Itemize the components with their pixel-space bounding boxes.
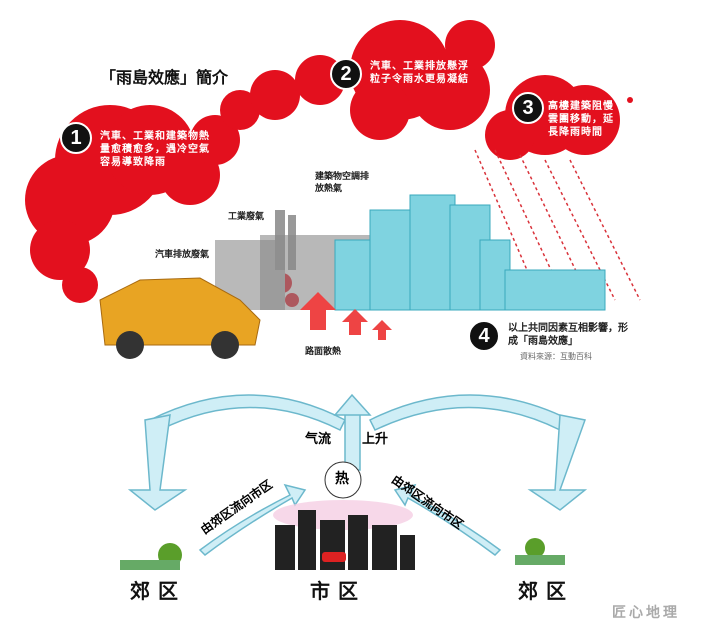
- step-4-badge: 4: [468, 320, 500, 352]
- city-label: 市区: [310, 579, 366, 603]
- page-title: 「雨島效應」簡介: [100, 68, 229, 87]
- watermark: 匠心地理: [612, 605, 680, 621]
- airflow-label-right: 上升: [362, 432, 389, 447]
- step-2-text: 汽車、工業排放懸浮粒子令雨水更易凝結: [370, 61, 469, 85]
- road-label: 路面散熱: [305, 347, 342, 357]
- building-label: 建築物空調排放熱氣: [315, 172, 370, 194]
- source-note: 資料來源：互動百科: [520, 352, 592, 361]
- suburb-right-label: 郊区: [518, 579, 574, 603]
- heat-label: 热: [335, 471, 349, 487]
- city-skyline: [275, 510, 415, 570]
- step-1-badge: 1: [60, 122, 92, 154]
- step-2-badge: 2: [330, 58, 362, 90]
- city-buildings: [334, 194, 606, 311]
- step-3-badge: 3: [512, 92, 544, 124]
- step-1-text: 汽車、工業和建築物熱量愈積愈多，遇冷空氣容易導致降雨: [100, 131, 210, 168]
- step-4-text: 以上共同因素互相影響，形成「雨島效應」: [508, 323, 628, 347]
- step-3-text: 高樓建築阻慢雲團移動，延長降雨時間: [548, 101, 614, 138]
- suburb-left-label: 郊区: [130, 579, 186, 603]
- industry-label: 工業廢氣: [228, 212, 265, 222]
- airflow-arrows: [127, 393, 588, 556]
- heat-arrows: [300, 292, 392, 340]
- suburb-trees: [120, 538, 565, 570]
- red-clouds: [25, 20, 633, 307]
- heat-circle: [324, 461, 362, 499]
- car: [99, 277, 261, 359]
- airflow-label-left: 气流: [305, 432, 332, 447]
- city-car: [322, 552, 346, 562]
- car-label: 汽車排放廢氣: [155, 250, 210, 260]
